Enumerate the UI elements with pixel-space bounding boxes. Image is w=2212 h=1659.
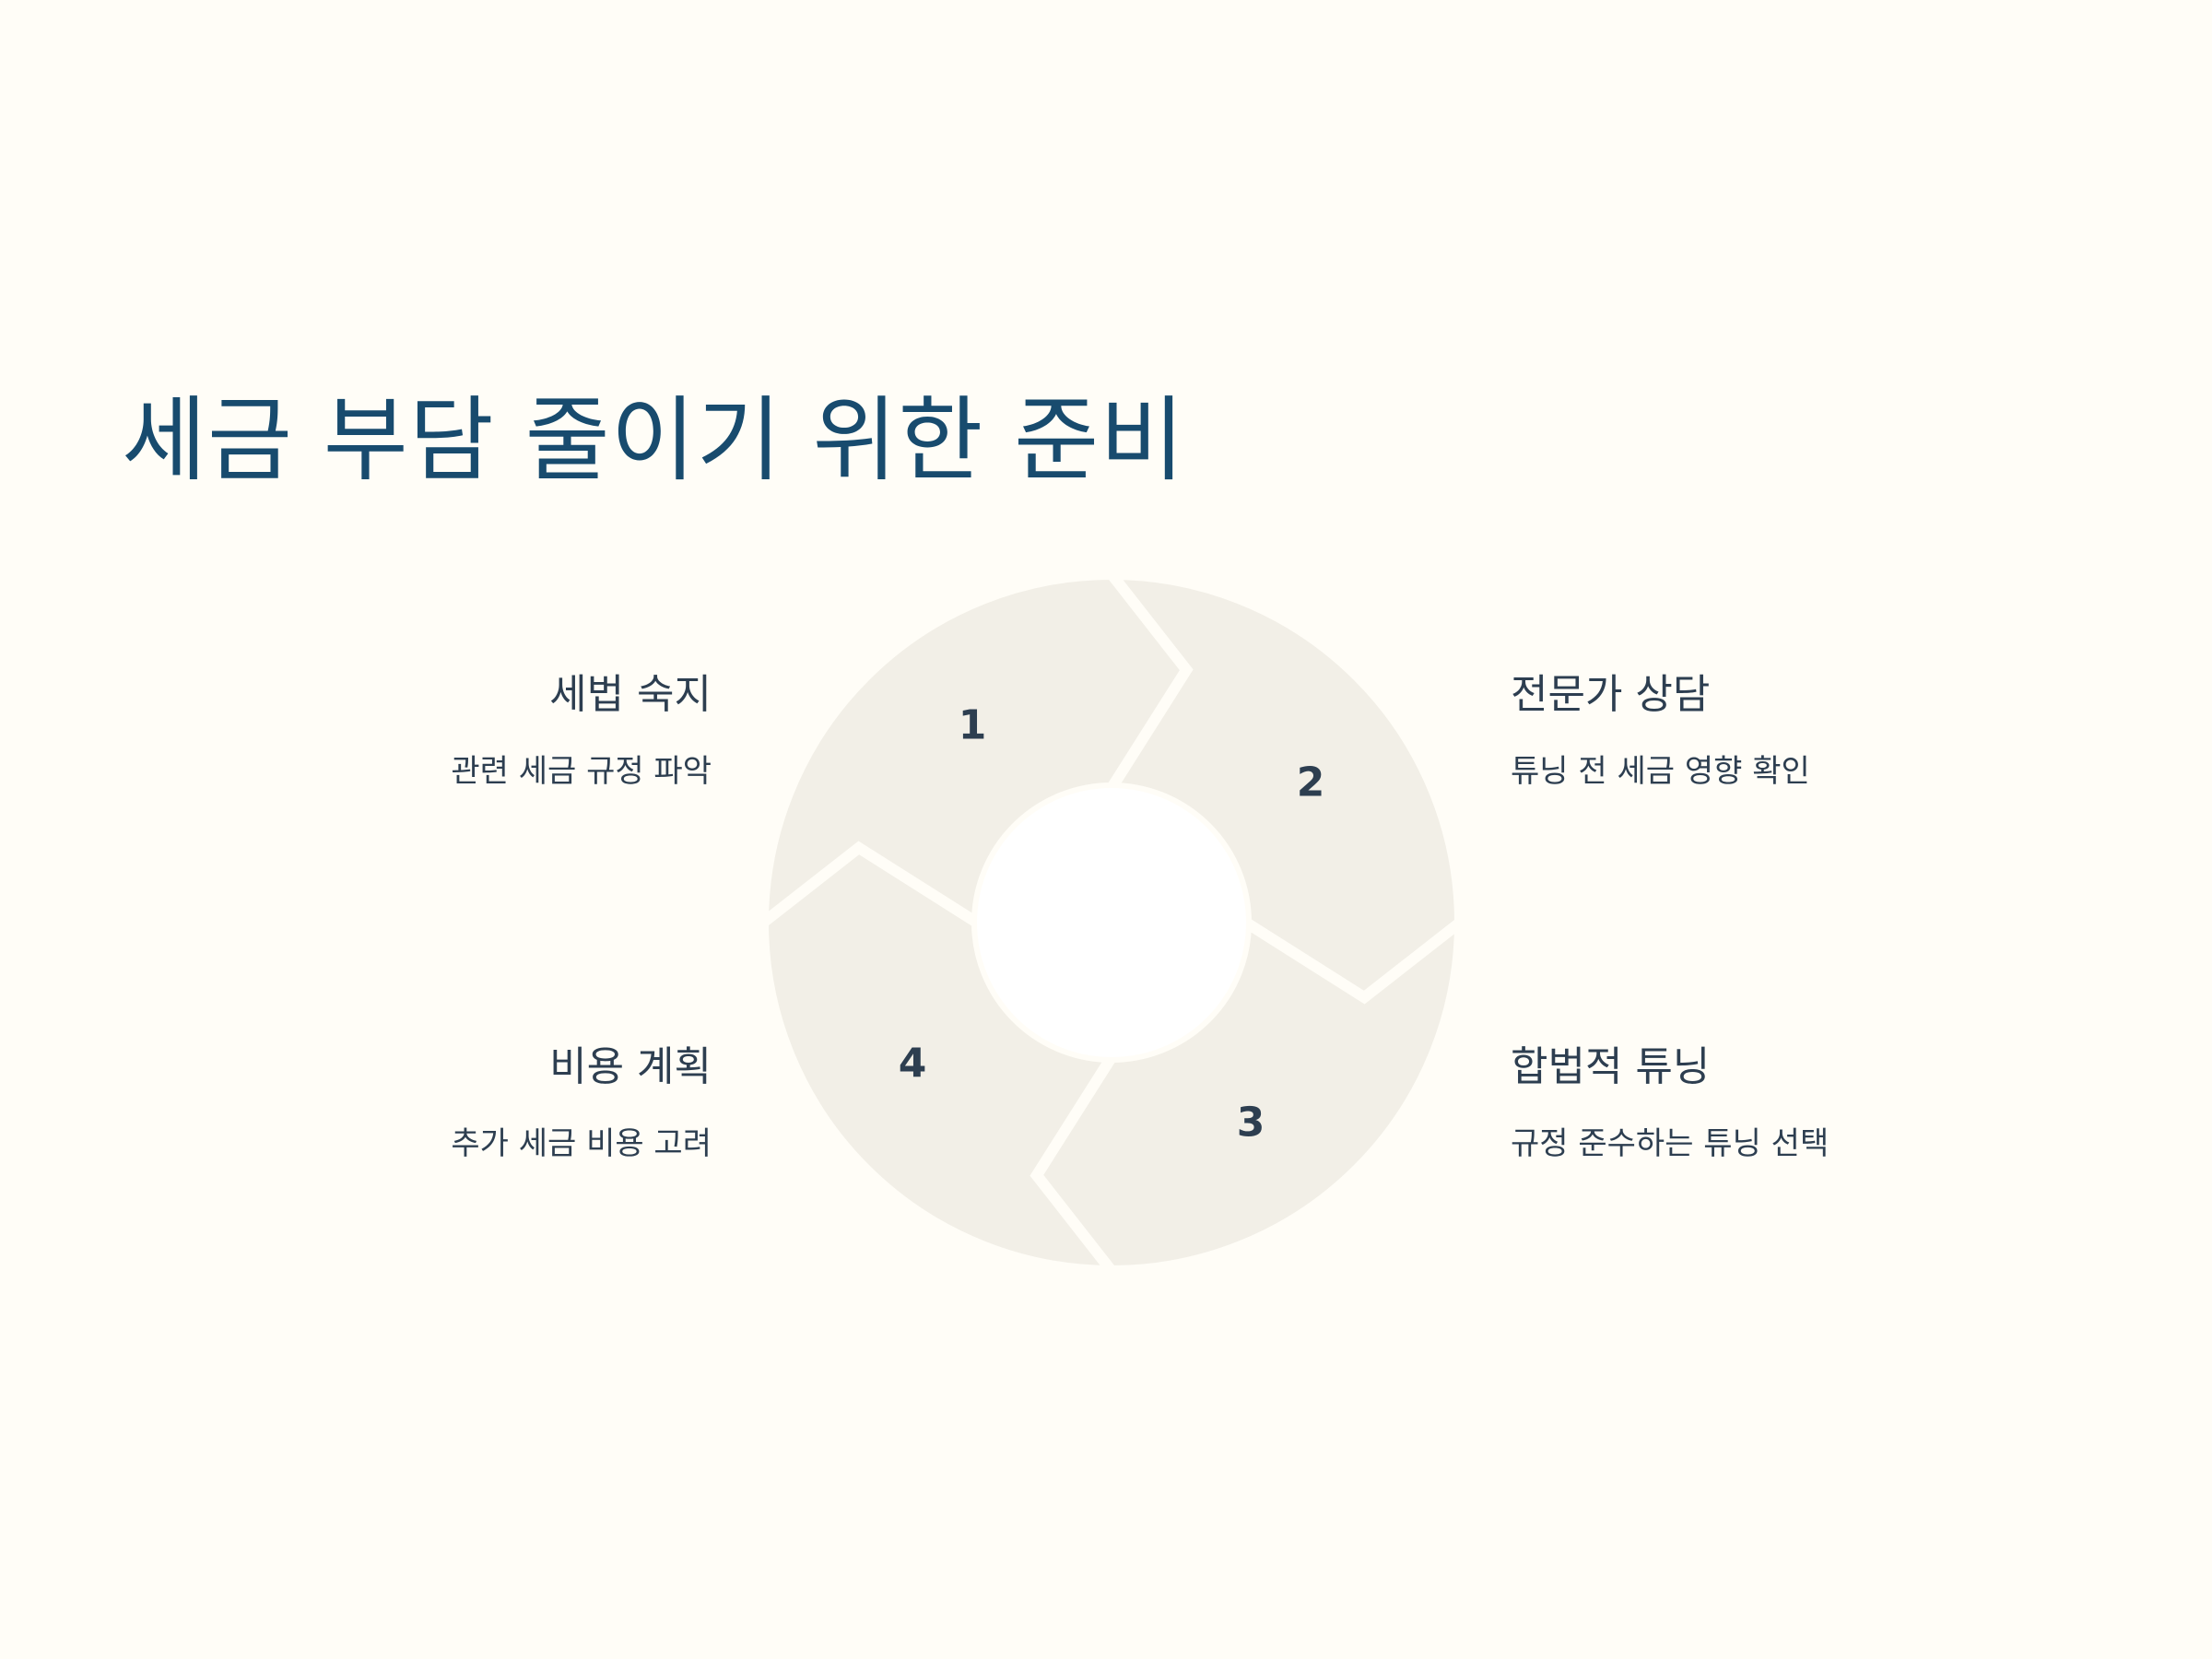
step-3-desc: 규정 준수하는 튜닝 선택 [1511,1124,1830,1162]
step-1-desc: 관련 세금 규정 파악 [451,752,712,790]
step-2-desc: 튜닝 전 세금 영향 확인 [1511,752,1810,790]
step-4: 비용 계획 추가 세금 비용 고려 [140,1043,712,1163]
step-number-1: 1 [959,702,987,749]
step-number-3: 3 [1237,1100,1265,1147]
step-4-title: 비용 계획 [549,1043,712,1090]
step-1: 세법 숙지 관련 세금 규정 파악 [140,671,712,791]
step-3-title: 합법적 튜닝 [1511,1043,1711,1090]
step-3: 합법적 튜닝 규정 준수하는 튜닝 선택 [1511,1043,2082,1163]
step-2-title: 전문가 상담 [1511,671,1711,718]
step-number-4: 4 [899,1041,927,1088]
step-2: 전문가 상담 튜닝 전 세금 영향 확인 [1511,671,2082,791]
cycle-segments [757,568,1466,1277]
page-title: 세금 부담 줄이기 위한 준비 [122,386,1186,494]
step-4-desc: 추가 세금 비용 고려 [451,1124,712,1162]
step-number-2: 2 [1297,759,1325,806]
step-1-title: 세법 숙지 [549,671,712,718]
cycle-center-hole [977,788,1246,1057]
